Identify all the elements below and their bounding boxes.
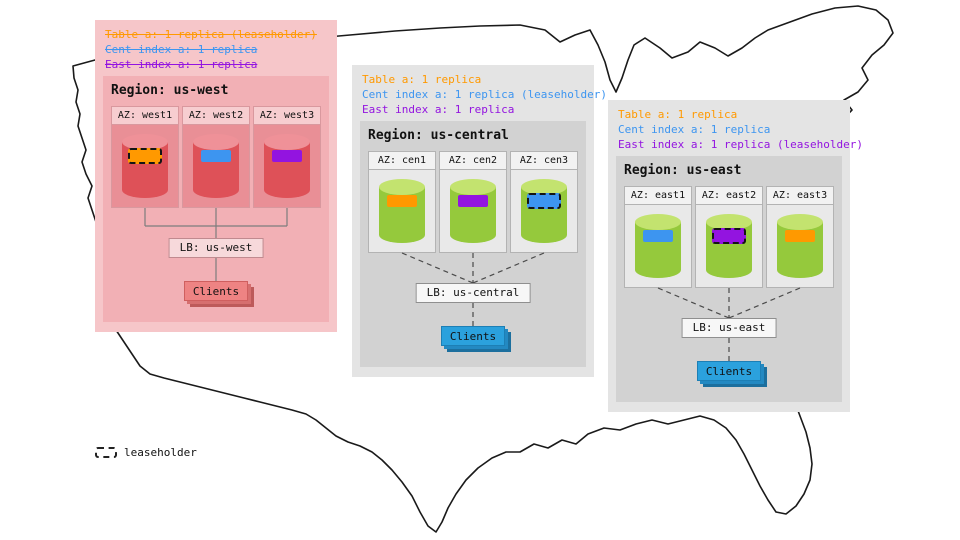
connector-lines [144,208,288,281]
replica-chip-east-index [272,150,302,162]
az-row: AZ: cen1 AZ: cen2 [368,151,578,253]
cylinder-top [706,214,752,230]
note-table-a: Table a: 1 replica [362,73,482,86]
clients-box-us-west: Clients [184,281,248,301]
az-label: AZ: west2 [182,106,250,124]
database-cylinder [122,134,168,198]
replica-chip-east-index [458,195,488,207]
us-outline-path [72,5,894,533]
load-balancer-us-west: LB: us-west [168,238,264,258]
az-box-west1: AZ: west1 [111,106,179,208]
database-cylinder [706,214,752,278]
note-cent-index: Cent index a: 1 replica [105,43,258,56]
az-body [182,124,250,208]
region-panel-us-east: Table a: 1 replica Cent index a: 1 repli… [608,100,863,412]
connector-lines [401,252,545,326]
az-box-east3: AZ: east3 [766,186,834,288]
region-box-us-east: Region: us-east AZ: east1 AZ: east2 [616,156,842,402]
replica-chip-cent-index-leaseholder [527,193,561,209]
az-label: AZ: cen2 [439,151,507,169]
note-east-index: East index a: 1 replica [105,58,258,71]
region-title-us-west: Region: us-west [111,83,229,98]
replica-chip-table-a [387,195,417,207]
note-cent-index: Cent index a: 1 replica (leaseholder) [362,88,608,101]
database-cylinder [379,179,425,243]
az-label: AZ: west3 [253,106,321,124]
region-title-us-east: Region: us-east [624,163,742,178]
az-label: AZ: east3 [766,186,834,204]
region-title-us-central: Region: us-central [368,128,509,143]
region-box-us-west: Region: us-west AZ: west1 AZ: west2 [103,76,329,322]
region-panel-us-central: Table a: 1 replica Cent index a: 1 repli… [352,65,607,377]
region-box-us-central: Region: us-central AZ: cen1 AZ: cen2 [360,121,586,367]
region-panel-us-west: Table a: 1 replica (leaseholder) Cent in… [95,20,337,332]
az-box-west2: AZ: west2 [182,106,250,208]
az-body [439,169,507,253]
note-cent-index: Cent index a: 1 replica [618,123,771,136]
cylinder-top [264,134,310,150]
az-row: AZ: west1 AZ: west2 [111,106,321,208]
replica-chip-cent-index [643,230,673,242]
az-box-east2: AZ: east2 [695,186,763,288]
az-label: AZ: east2 [695,186,763,204]
az-label: AZ: west1 [111,106,179,124]
load-balancer-us-central: LB: us-central [415,283,531,303]
legend-leaseholder-chip [95,447,117,458]
note-east-index: East index a: 1 replica [362,103,515,116]
az-box-east1: AZ: east1 [624,186,692,288]
connector-lines [657,287,801,361]
cylinder-top [521,179,567,195]
az-box-west3: AZ: west3 [253,106,321,208]
az-body [624,204,692,288]
cylinder-top [379,179,425,195]
database-cylinder [635,214,681,278]
az-label: AZ: east1 [624,186,692,204]
legend-label: leaseholder [124,446,197,459]
clients-box-us-east: Clients [697,361,761,381]
database-cylinder [777,214,823,278]
az-box-cen3: AZ: cen3 [510,151,578,253]
cylinder-top [635,214,681,230]
replica-notes-us-west: Table a: 1 replica (leaseholder) Cent in… [105,27,317,72]
az-box-cen2: AZ: cen2 [439,151,507,253]
cylinder-top [777,214,823,230]
az-body [111,124,179,208]
az-body [253,124,321,208]
az-label: AZ: cen3 [510,151,578,169]
az-row: AZ: east1 AZ: east2 [624,186,834,288]
load-balancer-us-east: LB: us-east [681,318,777,338]
replica-chip-table-a [785,230,815,242]
az-body [766,204,834,288]
database-cylinder [264,134,310,198]
az-box-cen1: AZ: cen1 [368,151,436,253]
database-cylinder [450,179,496,243]
replica-chip-cent-index [201,150,231,162]
cylinder-top [122,134,168,150]
replica-notes-us-central: Table a: 1 replica Cent index a: 1 repli… [362,72,607,117]
replica-chip-table-a-leaseholder [128,148,162,164]
replica-notes-us-east: Table a: 1 replica Cent index a: 1 repli… [618,107,863,152]
note-east-index: East index a: 1 replica (leaseholder) [618,138,864,151]
database-cylinder [193,134,239,198]
clients-box-us-central: Clients [441,326,505,346]
legend: leaseholder [95,446,197,459]
cylinder-top [450,179,496,195]
note-table-a: Table a: 1 replica (leaseholder) [105,28,317,41]
cylinder-top [193,134,239,150]
az-body [510,169,578,253]
replica-chip-east-index-leaseholder [712,228,746,244]
az-body [368,169,436,253]
az-body [695,204,763,288]
database-cylinder [521,179,567,243]
az-label: AZ: cen1 [368,151,436,169]
note-table-a: Table a: 1 replica [618,108,738,121]
